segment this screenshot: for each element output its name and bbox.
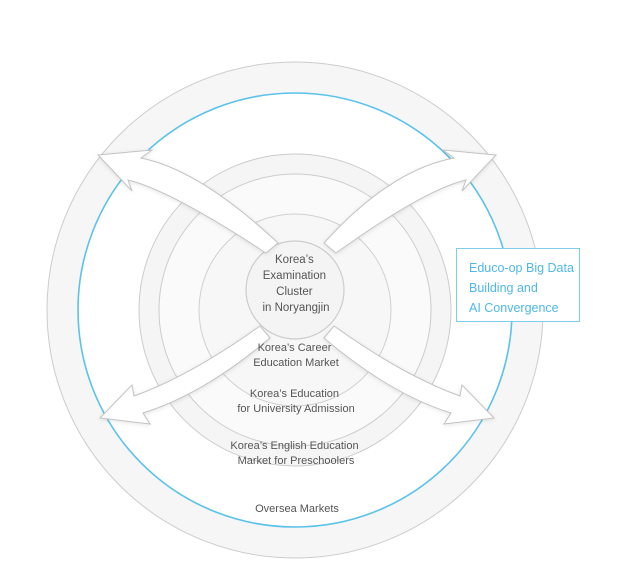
callout-line: Building and (469, 281, 538, 295)
expansion-arrows (96, 149, 498, 425)
callout-line: Educo-op Big Data (469, 261, 574, 275)
center-label-line: Cluster (276, 286, 313, 298)
center-label-line: Examination (263, 270, 326, 282)
arrow-bottom-left (98, 325, 271, 425)
career-education-label-line: Education Market (253, 357, 339, 369)
callout-line: AI Convergence (469, 301, 559, 315)
big-data-callout-box: Educo-op Big Data Building and AI Conver… (456, 248, 580, 322)
oversea-markets-label-line: Oversea Markets (255, 503, 339, 515)
arrow-top-left (96, 149, 279, 254)
oversea-markets-label: Oversea Markets (255, 503, 339, 515)
center-label: Korea’s Examination Cluster in Noryangji… (262, 254, 329, 314)
english-education-label-line: Market for Preschoolers (238, 455, 355, 467)
university-admission-label: Korea’s Education for University Admissi… (237, 388, 354, 415)
university-admission-label-line: Korea’s Education (250, 388, 339, 400)
english-education-label: Korea’s English Education Market for Pre… (230, 440, 361, 467)
center-label-line: in Noryangjin (262, 302, 329, 314)
center-circle (245, 240, 345, 340)
arrow-top-right (323, 149, 498, 254)
career-education-label: Korea’s Career Education Market (253, 342, 339, 369)
university-admission-label-line: for University Admission (237, 403, 354, 415)
career-education-label-line: Korea’s Career (258, 342, 332, 354)
center-label-line: Korea’s (275, 254, 314, 266)
english-education-label-line: Korea’s English Education (230, 440, 358, 452)
arrow-bottom-right (323, 325, 496, 425)
